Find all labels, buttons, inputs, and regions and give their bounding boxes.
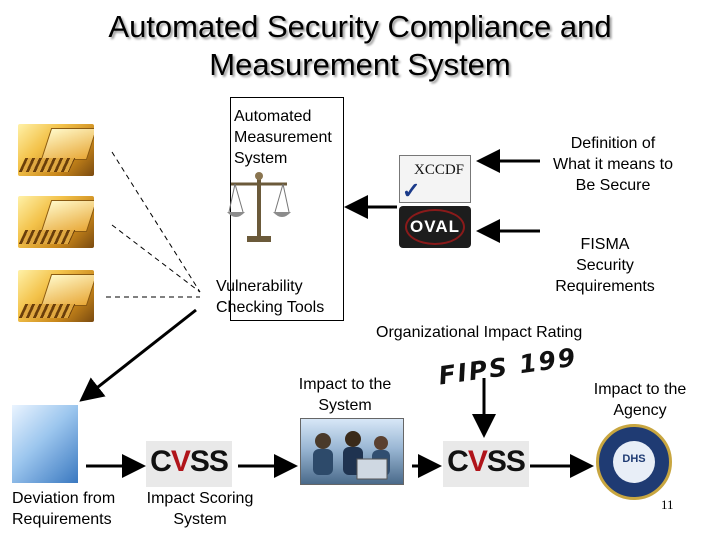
fisma-line-3: Requirements [555, 278, 655, 295]
fisma-line-1: FISMA [580, 236, 630, 253]
laptop-image-1 [18, 124, 94, 176]
title-line-1: Automated Security Compliance and [108, 9, 612, 44]
check-icon: ✓ [402, 178, 421, 203]
laptop-image-3 [18, 270, 94, 322]
impact-scoring-line-1: Impact Scoring [146, 490, 254, 507]
cvss-ss: SS [189, 445, 229, 478]
vuln-tools-label: Vulnerability Checking Tools [216, 276, 324, 318]
cvss-v: V [467, 445, 488, 478]
dhs-seal-logo: DHS [596, 424, 672, 500]
fisma-line-2: Security [576, 257, 634, 274]
dashed-line-laptop-2 [111, 224, 201, 293]
cvss-c: C [447, 445, 469, 478]
vuln-line-1: Vulnerability [216, 278, 303, 295]
impact-agency-line-1: Impact to the [593, 381, 687, 398]
cvss-v: V [170, 445, 191, 478]
ams-line-1: Automated [234, 108, 312, 125]
laptop-image-2 [18, 196, 94, 248]
impact-scoring-line-2: System [173, 511, 227, 528]
deviation-line-2: Requirements [12, 511, 112, 528]
impact-system-label: Impact to the System [288, 374, 402, 416]
ams-line-2: Measurement [234, 129, 332, 146]
ams-box [230, 97, 344, 321]
people-icon [313, 431, 390, 480]
definition-line-2: What it means to [552, 156, 674, 173]
impact-system-line-2: System [318, 397, 372, 414]
ams-label: Automated Measurement System [234, 106, 332, 169]
arrow-tools-to-deviation [79, 308, 197, 402]
fisma-label: FISMA Security Requirements [540, 234, 670, 297]
cvss-logo-2: CVSS [443, 441, 529, 487]
ams-line-3: System [234, 150, 288, 167]
dashed-line-laptop-1 [111, 151, 201, 293]
cvss-ss: SS [486, 445, 526, 478]
vuln-line-2: Checking Tools [216, 299, 325, 316]
oval-logo-text: OVAL [410, 217, 460, 236]
definition-line-3: Be Secure [575, 177, 651, 194]
scale-icon [227, 172, 291, 242]
oval-logo: OVAL [399, 206, 471, 248]
cvss-c: C [150, 445, 172, 478]
page-number: 11 [661, 497, 674, 512]
xccdf-logo-text: XCCDF [414, 162, 465, 178]
org-impact-label: Organizational Impact Rating [376, 324, 583, 341]
people-at-computers-image [300, 418, 404, 485]
definition-line-1: Definition of [570, 135, 656, 152]
seal-text: DHS [622, 453, 646, 465]
title-line-2: Measurement System [209, 47, 511, 82]
impact-agency-label: Impact to the Agency [580, 379, 700, 421]
deviation-line-1: Deviation from [12, 490, 116, 507]
xccdf-logo: ✓ XCCDF [399, 155, 471, 203]
impact-scoring-label: Impact Scoring System [136, 488, 264, 530]
deviation-label: Deviation from Requirements [12, 488, 115, 530]
cvss-logo-1: CVSS [146, 441, 232, 487]
impact-agency-line-2: Agency [613, 402, 667, 419]
report-document-image [12, 405, 78, 483]
page-title: Automated Security Compliance and Measur… [0, 8, 720, 84]
definition-label: Definition of What it means to Be Secure [540, 133, 686, 196]
impact-system-line-1: Impact to the [298, 376, 392, 393]
